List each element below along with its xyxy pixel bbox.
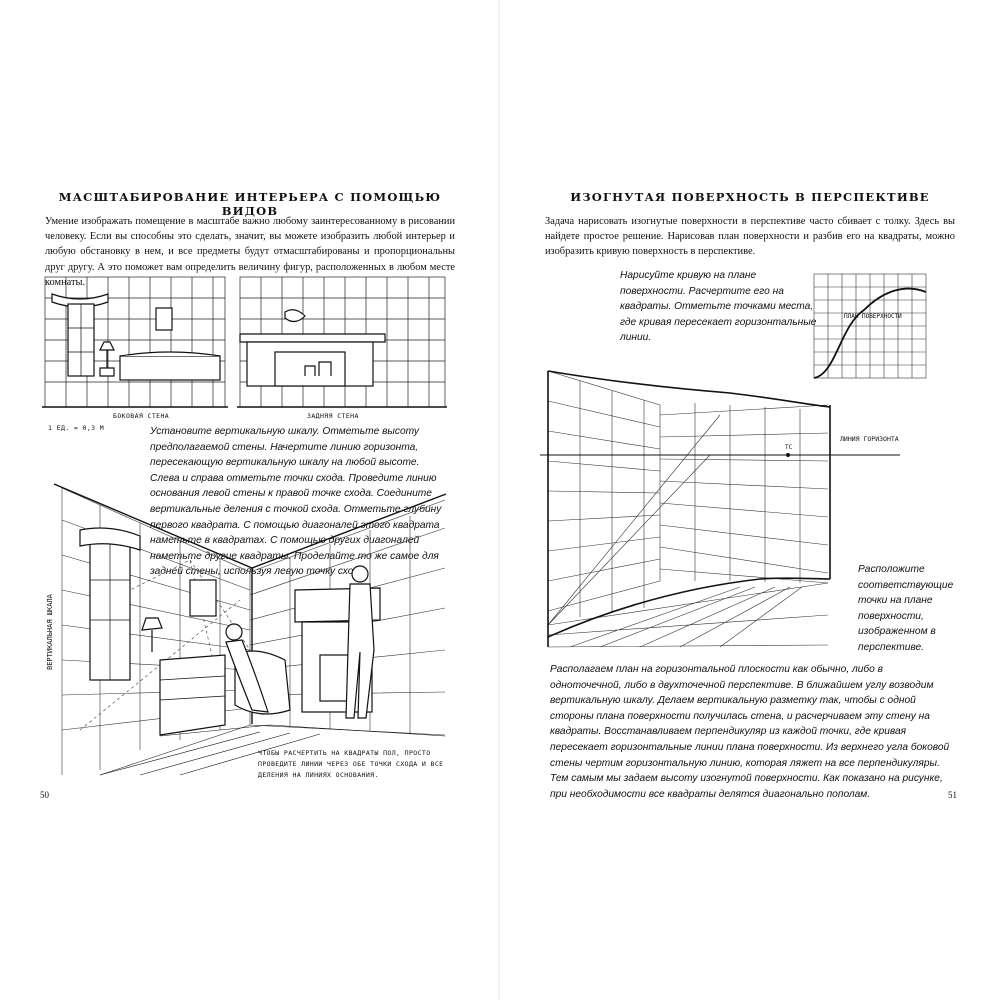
back-wall-elevation: ЗАДНЯЯ СТЕНА xyxy=(237,276,447,420)
surface-plan-graph: ПЛАН ПОВЕРХНОСТИ xyxy=(813,273,927,379)
left-page-number: 50 xyxy=(40,790,49,800)
horizon-line-label: ЛИНИЯ ГОРИЗОНТА xyxy=(840,435,899,443)
left-page: МАСШТАБИРОВАНИЕ ИНТЕРЬЕРА С ПОМОЩЬЮ ВИДО… xyxy=(40,190,455,800)
right-page: ИЗОГНУТАЯ ПОВЕРХНОСТЬ В ПЕРСПЕКТИВЕ Зада… xyxy=(500,0,1000,1000)
right-page-title: ИЗОГНУТАЯ ПОВЕРХНОСТЬ В ПЕРСПЕКТИВЕ xyxy=(570,190,930,204)
right-page-number: 51 xyxy=(948,790,957,800)
interior-perspective-drawing: ВЕРТИКАЛЬНАЯ ШКАЛА xyxy=(46,483,447,776)
top-note: Нарисуйте кривую на плане поверхности. Р… xyxy=(620,270,817,344)
curved-surface-perspective: ТС ЛИНИЯ ГОРИЗОНТА xyxy=(540,370,900,648)
vanishing-point-label: ТС xyxy=(785,444,793,451)
plan-label: ПЛАН ПОВЕРХНОСТИ xyxy=(844,313,902,320)
side-wall-caption: БОКОВАЯ СТЕНА xyxy=(113,412,169,420)
left-intro-text: Умение изображать помещение в масштабе в… xyxy=(45,216,455,288)
left-page-title: МАСШТАБИРОВАНИЕ ИНТЕРЬЕРА С ПОМОЩЬЮ ВИДО… xyxy=(58,190,442,218)
right-body-text: Располагаем план на горизонтальной плоск… xyxy=(550,664,950,800)
scale-label: 1 ЕД. = 0,3 М xyxy=(48,424,105,432)
vertical-scale-label: ВЕРТИКАЛЬНАЯ ШКАЛА xyxy=(46,593,54,670)
right-intro-text: Задача нарисовать изогнутые поверхности … xyxy=(545,216,955,258)
back-wall-caption: ЗАДНЯЯ СТЕНА xyxy=(307,412,359,420)
floor-note: ЧТОБЫ РАСЧЕРТИТЬ НА КВАДРАТЫ ПОЛ, ПРОСТО… xyxy=(258,749,444,779)
side-note: Расположите соответствующие точки на пла… xyxy=(858,564,954,653)
side-wall-elevation: БОКОВАЯ СТЕНА xyxy=(42,276,228,420)
instruction-text: Установите вертикальную шкалу. Отметьте … xyxy=(150,426,442,578)
